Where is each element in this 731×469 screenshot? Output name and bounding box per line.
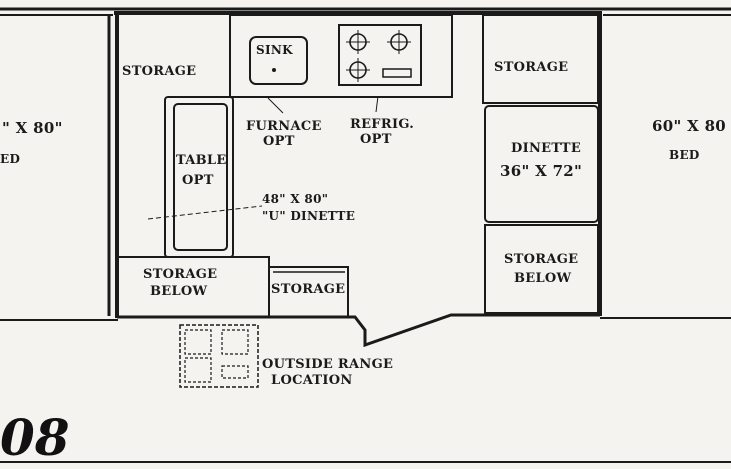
storage-top-right-box (482, 14, 599, 104)
u-dinette-label: "U" DINETTE (262, 209, 355, 223)
storage-top-right-label: STORAGE (494, 60, 568, 75)
outside-range-label-line2: LOCATION (271, 373, 353, 388)
storage-below-right-label-line2: BELOW (514, 271, 572, 286)
cabin-rear-wall-with-door (117, 313, 600, 348)
furnace-leader (267, 97, 284, 114)
storage-bottom-middle-box (269, 266, 349, 317)
stove-burner-icon (346, 30, 412, 82)
model-number: 08 (0, 408, 70, 467)
table-label-line1: TABLE (176, 153, 227, 168)
sink-drain (272, 68, 276, 72)
storage-below-left-label-line2: BELOW (150, 284, 208, 299)
furnace-label-line1: FURNACE (246, 119, 322, 134)
storage-below-right-box (484, 224, 599, 314)
dinette-table (173, 103, 228, 251)
refrig-leader (375, 95, 379, 113)
outside-range-icon (179, 324, 259, 388)
storage-below-right-label-line1: STORAGE (504, 252, 578, 267)
refrig-label-line2: OPT (360, 132, 392, 147)
bed-right-label: BED (669, 148, 700, 162)
outside-range-label-line1: OUTSIDE RANGE (262, 357, 393, 372)
u-dinette-size-label: 48" X 80" (262, 192, 328, 206)
dinette-size-label: 36" X 72" (500, 162, 582, 180)
bed-left-label: ED (0, 152, 20, 166)
bed-left-size-label: " X 80" (2, 119, 63, 137)
refrig-label-line1: REFRIG. (350, 117, 414, 132)
storage-bottom-middle-label: STORAGE (271, 282, 345, 297)
sink-label: SINK (256, 43, 293, 57)
u-dinette-dimension-leader (147, 205, 263, 220)
storage-top-left-label: STORAGE (122, 64, 196, 79)
table-label-line2: OPT (182, 173, 214, 188)
stove-top (338, 24, 422, 86)
galley-counter (229, 14, 453, 98)
storage-below-left-label-line1: STORAGE (143, 267, 217, 282)
dinette-label: DINETTE (511, 141, 581, 156)
furnace-label-line2: OPT (263, 134, 295, 149)
sink-basin (249, 36, 308, 85)
bed-right-size-label: 60" X 80 (652, 117, 726, 135)
storage-below-left-box (117, 256, 270, 317)
dinette-right-box (484, 105, 599, 223)
